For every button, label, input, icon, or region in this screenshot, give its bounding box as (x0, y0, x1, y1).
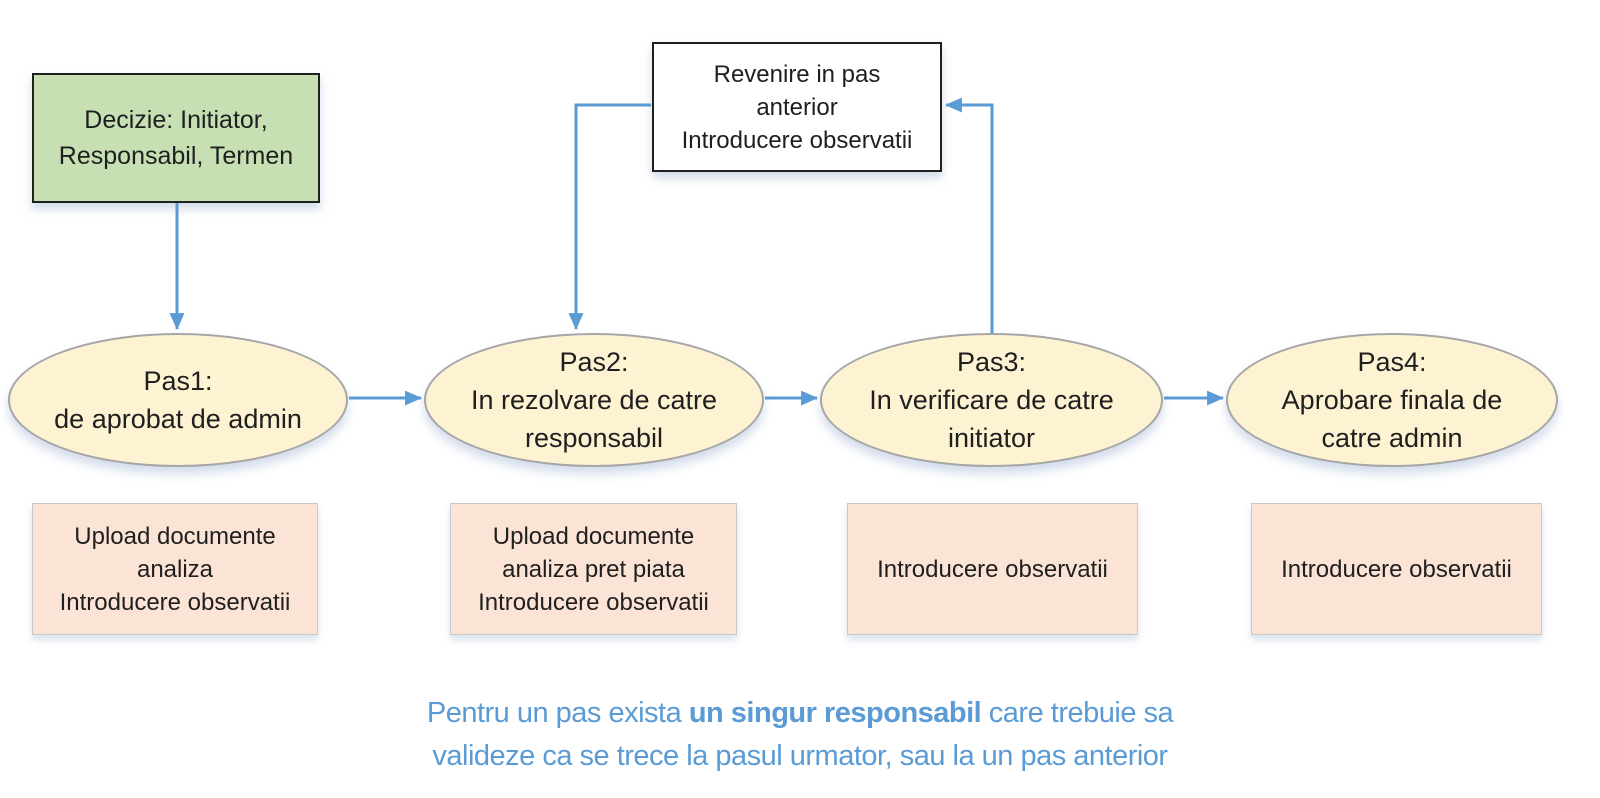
note-line-1-pre: Pentru un pas exista (426, 697, 689, 729)
note-line-1: Pentru un pas exista un singur responsab… (0, 692, 1600, 735)
arrow-pas3-to-revenire (944, 97, 994, 334)
decision-box: Decizie: Initiator,Responsabil, Termen (32, 73, 320, 203)
note-line-2: valideze ca se trece la pasul urmator, s… (432, 740, 1168, 772)
note-line-1-bold: un singur responsabil (688, 697, 982, 729)
note-text: Pentru un pas exista un singur responsab… (0, 692, 1600, 778)
note-line-1-post: care trebuie sa (981, 697, 1174, 729)
action-box-pas4: Introducere observatii (1251, 503, 1542, 635)
arrow-revenire-to-pas2 (568, 103, 651, 331)
step-ellipse-pas1: Pas1:de aprobat de admin (8, 333, 348, 467)
action-box-pas3: Introducere observatii (847, 503, 1138, 635)
